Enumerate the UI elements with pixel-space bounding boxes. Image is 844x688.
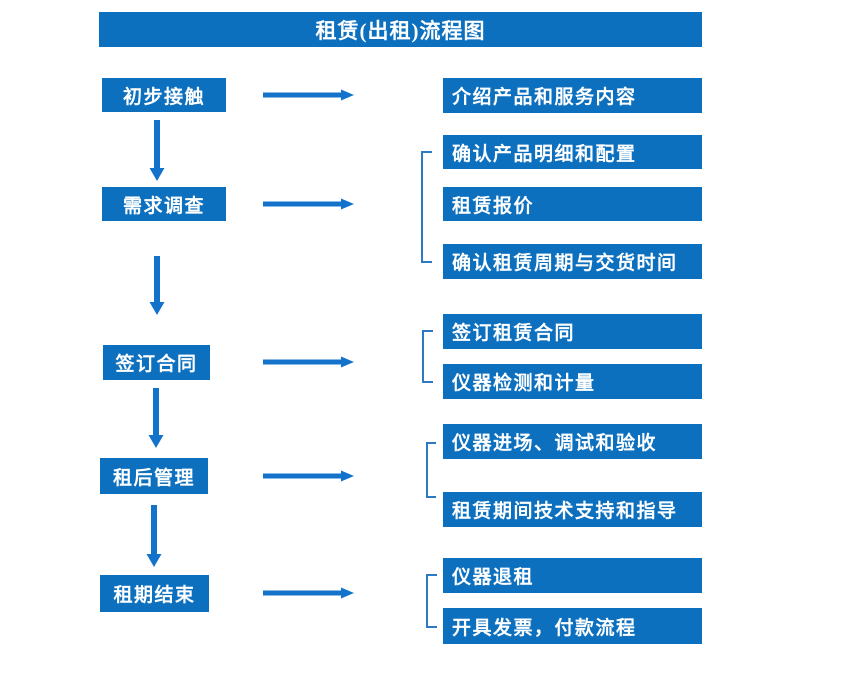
stage-box-demand-survey: 需求调查 (102, 187, 226, 221)
detail-box-confirm-rental-period: 确认租赁周期与交货时间 (443, 244, 702, 279)
stage-box-lease-end: 租期结束 (100, 575, 209, 612)
detail-box-rental-quote: 租赁报价 (443, 187, 702, 221)
right-arrow-4 (263, 470, 354, 482)
stage-box-post-rental-management: 租后管理 (100, 458, 208, 494)
bracket-group-2 (421, 151, 432, 263)
detail-box-instrument-return: 仪器退租 (443, 558, 702, 593)
detail-box-technical-support: 租赁期间技术支持和指导 (443, 492, 702, 527)
detail-box-intro-products-services: 介绍产品和服务内容 (443, 78, 702, 113)
detail-box-confirm-product-details: 确认产品明细和配置 (443, 135, 702, 169)
down-arrow-1 (149, 120, 165, 181)
title-bar: 租赁(出租)流程图 (99, 12, 702, 47)
bracket-group-4 (426, 442, 436, 498)
down-arrow-4 (146, 505, 162, 567)
bracket-group-5 (426, 574, 437, 628)
bracket-group-3 (422, 330, 433, 383)
right-arrow-1 (263, 89, 354, 101)
flowchart-title: 租赁(出租)流程图 (315, 18, 486, 43)
right-arrow-2 (263, 198, 354, 210)
detail-box-instrument-inspection: 仪器检测和计量 (443, 364, 702, 399)
detail-box-invoice-payment: 开具发票，付款流程 (443, 608, 702, 644)
stage-box-sign-contract: 签订合同 (103, 345, 210, 380)
detail-box-instrument-entry-accept: 仪器进场、调试和验收 (443, 424, 702, 459)
right-arrow-5 (263, 587, 354, 599)
down-arrow-3 (148, 388, 164, 448)
detail-box-sign-rental-contract: 签订租赁合同 (443, 314, 702, 349)
stage-box-initial-contact: 初步接触 (102, 78, 226, 112)
down-arrow-2 (149, 256, 165, 315)
right-arrow-3 (263, 356, 354, 368)
